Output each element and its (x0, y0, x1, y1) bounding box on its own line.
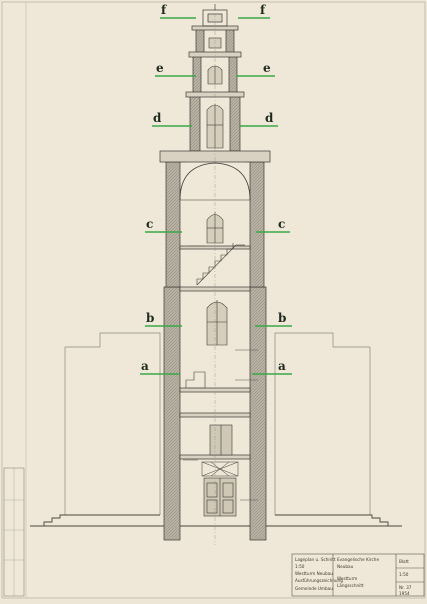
nave-outline (64, 332, 371, 515)
svg-text:Längsschnitt: Längsschnitt (337, 583, 364, 588)
tower-walls (163, 27, 267, 541)
ground-line (30, 514, 402, 527)
svg-text:Ausführungszeichnung: Ausführungszeichnung (295, 578, 343, 583)
section-cut-c: c c (145, 217, 290, 233)
section-cut-b: b b (145, 311, 292, 327)
stair-a-level (185, 371, 206, 388)
svg-text:Blatt: Blatt (399, 559, 409, 564)
cut-letter-d-right: d (265, 111, 274, 125)
entrance-door (203, 477, 237, 517)
cut-letter-e-left: e (156, 61, 164, 75)
cut-letter-c-left: c (146, 217, 153, 231)
title-block-right-text: Blatt 1:50 Nr. 37 1954 (399, 559, 412, 596)
dimension-ticks (170, 161, 262, 501)
window-b-level (206, 300, 228, 346)
cut-letter-e-right: e (263, 61, 271, 75)
svg-text:Neubau: Neubau (337, 564, 354, 569)
svg-text:1:50: 1:50 (295, 564, 305, 569)
svg-text:Westturm Neubau: Westturm Neubau (295, 571, 333, 576)
stair-c-level (196, 243, 245, 286)
cut-letter-b-right: b (278, 311, 286, 325)
section-cut-e: e e (155, 61, 275, 77)
cut-letter-a-left: a (141, 359, 149, 373)
cut-letter-a-right: a (278, 359, 286, 373)
cut-letter-c-right: c (278, 217, 285, 231)
title-block-left-text: Lageplan u. Schnitt 1:50 Westturm Neubau… (295, 557, 343, 591)
section-cut-a: a a (140, 359, 292, 375)
svg-text:Gemeinde Umbau: Gemeinde Umbau (295, 586, 333, 591)
window-lantern (207, 65, 223, 85)
transom-grille (201, 461, 239, 477)
window-c-level (206, 212, 224, 244)
svg-text:Westturm: Westturm (337, 576, 357, 581)
title-block-middle-text: Evangelische Kirche Neubau Westturm Läng… (337, 557, 379, 588)
margin-strip-rules (4, 468, 24, 596)
svg-text:Evangelische Kirche: Evangelische Kirche (337, 557, 379, 562)
upper-door (209, 424, 233, 456)
cut-letter-d-left: d (153, 111, 162, 125)
svg-text:1954: 1954 (399, 591, 410, 596)
section-cut-d: d d (152, 111, 278, 127)
title-block (291, 553, 425, 597)
svg-text:1:50: 1:50 (399, 572, 409, 577)
svg-text:Lageplan u. Schnitt: Lageplan u. Schnitt (295, 557, 336, 562)
cut-letter-b-left: b (146, 311, 154, 325)
cut-letter-f-right: f (260, 3, 266, 17)
svg-text:Nr. 37: Nr. 37 (399, 585, 412, 590)
section-cut-f: f f (160, 3, 270, 19)
cut-letter-f-left: f (161, 3, 167, 17)
